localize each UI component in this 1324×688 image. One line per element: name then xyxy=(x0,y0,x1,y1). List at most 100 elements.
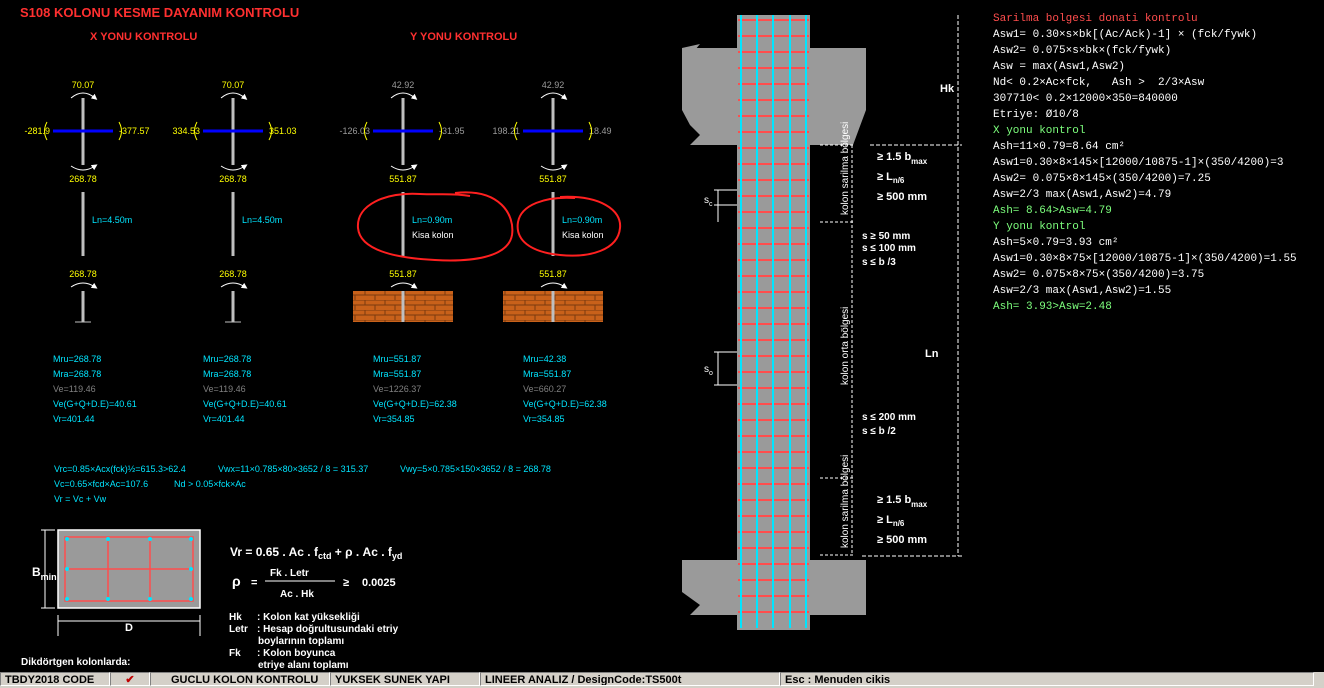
check-line: Asw = max(Asw1,Asw2) xyxy=(993,61,1126,73)
check-line: Asw1=0.30×8×75×[12000/10875-1]×(350/4200… xyxy=(993,253,1297,265)
bottom-rule-3: ≥ 500 mm xyxy=(877,534,927,546)
check-line: Ash= 8.64>Asw=4.79 xyxy=(993,205,1112,217)
check-line: Asw2= 0.075×8×145×(350/4200)=7.25 xyxy=(993,173,1211,185)
svg-text:≥ Ln/6: ≥ Ln/6 xyxy=(877,514,905,528)
mra-value: Mra=268.78 xyxy=(203,369,251,379)
ctd-subscript: ctd xyxy=(318,551,332,561)
svg-text:≥ Ln/6: ≥ Ln/6 xyxy=(877,171,905,185)
legend-text: : Kolon kat yüksekliği xyxy=(257,612,360,623)
bottom-rule-2-sub: n/6 xyxy=(893,519,905,528)
svg-text:so: so xyxy=(704,364,713,377)
mid-top-moment: 551.87 xyxy=(389,174,417,184)
left-moment: -126.03 xyxy=(339,126,370,136)
zone-label-bottom: kolon sarilma bölgesi xyxy=(840,455,851,548)
rho-min-value: 0.0025 xyxy=(362,577,396,589)
check-line: X yonu kontrol xyxy=(993,125,1086,137)
clear-height: Ln=4.50m xyxy=(242,215,282,225)
ve-value: Ve=1226.37 xyxy=(373,384,421,394)
so-subscript: o xyxy=(709,370,713,377)
vr-formula-rest: + ρ . Ac . f xyxy=(331,545,392,559)
mid-top-moment: 551.87 xyxy=(539,174,567,184)
so-rule-2: s ≤ b /2 xyxy=(862,426,896,437)
ve-combination-value: Ve(G+Q+D.E)=40.61 xyxy=(203,399,287,409)
check-line: Nd< 0.2×Ac×fck, Ash > 2/3×Asw xyxy=(993,77,1205,89)
sc-rule-3: s ≤ b /3 xyxy=(862,257,896,268)
clear-height: Ln=0.90m xyxy=(412,215,452,225)
mid-top-moment: 268.78 xyxy=(69,174,97,184)
mru-value: Mru=551.87 xyxy=(373,354,421,364)
check-line: Asw=2/3 max(Asw1,Asw2)=1.55 xyxy=(993,285,1172,297)
sc-rule-2: s ≤ 100 mm xyxy=(862,243,916,254)
svg-text:Bmin: Bmin xyxy=(32,565,57,582)
bottom-rule-2: ≥ L xyxy=(877,514,893,526)
exit-menu-hint[interactable]: Esc : Menuden cikis xyxy=(780,672,1314,686)
rho-symbol: ρ xyxy=(232,573,241,589)
short-column-label: Kisa kolon xyxy=(562,230,604,240)
left-moment: 334.53 xyxy=(172,126,200,136)
column-diagrams: 70.07-281.9-377.57268.78Ln=4.50m268.78Mr… xyxy=(24,80,622,424)
sc-rule-1: s ≥ 50 mm xyxy=(862,231,910,242)
sc-subscript: c xyxy=(709,201,713,208)
check-line: Asw1= 0.30×s×bk[(Ac/Ack)-1] × (fck/fywk) xyxy=(993,29,1258,41)
nd-formula: Nd > 0.05×fck×Ac xyxy=(174,479,246,489)
so-rule-1: s ≤ 200 mm xyxy=(862,412,916,423)
ve-value: Ve=660.27 xyxy=(523,384,566,394)
mid-bottom-moment: 551.87 xyxy=(389,269,417,279)
clear-height: Ln=0.90m xyxy=(562,215,602,225)
column-reinforcement-detail: Hk Ln kolon sarilma bölgesi kolon orta b… xyxy=(682,15,962,630)
mid-bottom-moment: 268.78 xyxy=(69,269,97,279)
mra-value: Mra=268.78 xyxy=(53,369,101,379)
red-markup-circles xyxy=(356,191,622,262)
mru-value: Mru=268.78 xyxy=(53,354,101,364)
top-rule-1-sub: max xyxy=(911,157,928,166)
vr-value: Vr=401.44 xyxy=(53,414,94,424)
status-segment: GUCLU KOLON KONTROLU xyxy=(150,672,330,686)
check-line: Asw2= 0.075×8×75×(350/4200)=3.75 xyxy=(993,269,1205,281)
legend-text: etriye alanı toplamı xyxy=(258,660,349,671)
check-line: Sarilma bolgesi donati kontrolu xyxy=(993,13,1198,25)
d-label: D xyxy=(125,622,133,634)
status-segment: ✔ xyxy=(110,672,150,686)
vwy-formula: Vwy=5×0.785×150×3652 / 8 = 268.78 xyxy=(400,464,551,474)
bottom-rule-1: ≥ 1.5 b xyxy=(877,494,911,506)
vwx-formula: Vwx=11×0.785×80×3652 / 8 = 315.37 xyxy=(218,464,368,474)
legend-key: Fk xyxy=(229,648,241,659)
check-line: 307710< 0.2×12000×350=840000 xyxy=(993,93,1178,105)
check-line: Asw2= 0.075×s×bk×(fck/fywk) xyxy=(993,45,1172,57)
right-moment: -31.95 xyxy=(439,126,465,136)
vc-formula: Vc=0.65×fcd×Ac=107.6 xyxy=(54,479,148,489)
y-direction-heading: Y YONU KONTROLU xyxy=(410,31,517,43)
page-title: S108 KOLONU KESME DAYANIM KONTROLU xyxy=(20,5,299,20)
right-moment: 18.49 xyxy=(589,126,612,136)
bmin-label: B xyxy=(32,565,41,579)
vr-value: Vr=354.85 xyxy=(373,414,414,424)
top-rule-1: ≥ 1.5 b xyxy=(877,151,911,163)
legend-key: Hk xyxy=(229,612,242,623)
right-moment: -377.57 xyxy=(119,126,150,136)
vr-value: Vr=401.44 xyxy=(203,414,244,424)
svg-text:≥ 1.5 bmax: ≥ 1.5 bmax xyxy=(877,151,928,166)
top-moment: 42.92 xyxy=(392,80,415,90)
vr-formula-main: Vr = 0.65 . Ac . f xyxy=(230,545,319,559)
vr-formula: Vr = Vc + Vw xyxy=(54,494,107,504)
svg-text:Vr = 0.65 . Ac . fctd + ρ . Ac: Vr = 0.65 . Ac . fctd + ρ . Ac . fyd xyxy=(230,545,402,561)
short-column-label: Kisa kolon xyxy=(412,230,454,240)
x-direction-heading: X YONU KONTROLU xyxy=(90,31,197,43)
ve-combination-value: Ve(G+Q+D.E)=62.38 xyxy=(373,399,457,409)
zone-label-top: kolon sarilma bölgesi xyxy=(840,122,851,215)
shear-formulas: Vrc=0.85×Acx(fck)½=615.3>62.4 Vwx=11×0.7… xyxy=(54,464,551,504)
check-line: Ash=5×0.79=3.93 cm² xyxy=(993,237,1119,249)
rho-denominator: Ac . Hk xyxy=(280,589,314,600)
vrc-formula: Vrc=0.85×Acx(fck)½=615.3>62.4 xyxy=(54,464,186,474)
vr-design-formula: Vr = 0.65 . Ac . fctd + ρ . Ac . fyd ρ =… xyxy=(230,545,402,600)
status-segment: TBDY2018 CODE xyxy=(0,672,110,686)
hk-label: Hk xyxy=(940,83,955,95)
status-segment: LINEER ANALIZ / DesignCode:TS500t xyxy=(480,672,780,686)
check-line: Asw=2/3 max(Asw1,Asw2)=4.79 xyxy=(993,189,1172,201)
rho-equals: = xyxy=(251,577,257,589)
